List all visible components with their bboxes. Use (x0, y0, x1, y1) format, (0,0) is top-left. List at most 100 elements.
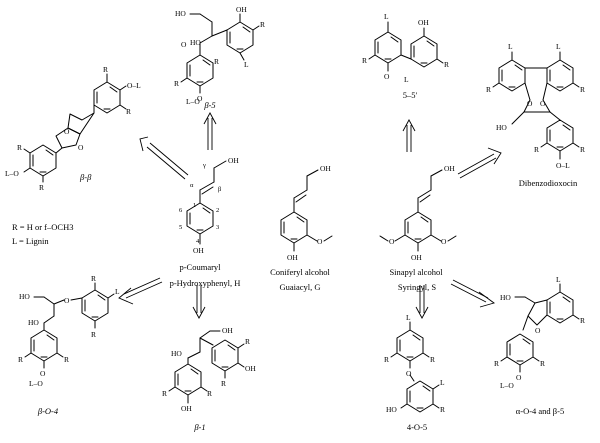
arrow-to-beta-o-4 (118, 277, 163, 305)
svg-text:L: L (384, 12, 389, 21)
svg-text:L–O: L–O (29, 379, 43, 388)
svg-text:L–O: L–O (500, 381, 514, 390)
svg-text:L–O: L–O (5, 169, 19, 178)
alpha-label: α (190, 182, 194, 189)
svg-text:OH: OH (181, 404, 192, 413)
svg-text:O: O (384, 72, 390, 81)
beta-o-4-structure: HO O R L R HO R R O L–O β-O-4 (18, 274, 120, 416)
arrow-to-beta-1 (192, 285, 206, 319)
svg-text:O: O (540, 99, 546, 108)
arrow-to-5-5 (402, 119, 416, 152)
l-definition: L = Lignin (12, 236, 49, 246)
sinapyl-structure: OH O O OH Sinapyl alcohol Syringyl, S (379, 164, 457, 292)
svg-text:R: R (162, 389, 167, 398)
svg-text:L: L (440, 378, 445, 387)
svg-text:R: R (430, 355, 435, 364)
coniferyl-oh: OH (320, 164, 331, 173)
svg-text:L–O: L–O (186, 97, 200, 106)
gamma-label: γ (202, 162, 206, 169)
svg-text:R: R (126, 107, 131, 116)
svg-text:L: L (404, 75, 409, 84)
alpha-o-4-beta-5-label: α-O-4 and β-5 (516, 406, 564, 416)
svg-text:L: L (115, 287, 120, 296)
sinapyl-phenol-oh: OH (411, 253, 422, 262)
sinapyl-oh: OH (444, 164, 455, 173)
svg-text:1: 1 (193, 202, 196, 209)
5-5-label: 5–5′ (403, 90, 418, 100)
svg-text:O–L: O–L (127, 81, 141, 90)
svg-text:R: R (580, 145, 585, 154)
4-o-5-structure: L R R O L R HO 4-O-5 (384, 313, 445, 432)
arrow-to-beta-5 (203, 112, 217, 150)
svg-text:HO: HO (500, 293, 511, 302)
svg-text:HO: HO (386, 405, 397, 414)
beta-o-4-label: β-O-4 (37, 406, 59, 416)
svg-text:R: R (384, 355, 389, 364)
dibenzodioxocin-label: Dibenzodioxocin (519, 178, 578, 188)
svg-text:OH: OH (222, 326, 233, 335)
sinapyl-methoxy-o-right: O (441, 237, 447, 246)
svg-text:R: R (534, 145, 539, 154)
svg-text:O: O (406, 369, 412, 378)
svg-text:L: L (508, 42, 513, 51)
svg-text:5: 5 (179, 224, 182, 231)
svg-text:L: L (406, 313, 411, 322)
svg-text:HO: HO (175, 9, 186, 18)
svg-text:OH: OH (418, 18, 429, 27)
svg-text:R: R (17, 143, 22, 152)
svg-text:R: R (245, 337, 250, 346)
svg-text:3: 3 (216, 224, 219, 231)
svg-text:R: R (91, 330, 96, 339)
svg-text:R: R (103, 65, 108, 74)
svg-text:R: R (174, 79, 179, 88)
beta-5-label: β-5 (203, 100, 215, 110)
svg-text:O: O (78, 143, 84, 152)
arrow-to-beta-beta (139, 136, 189, 180)
beta-label: β (218, 186, 222, 193)
svg-text:O: O (527, 99, 533, 108)
4-o-5-label: 4-O-5 (407, 422, 427, 432)
svg-text:2: 2 (216, 207, 219, 214)
svg-text:R: R (540, 359, 545, 368)
p-hydroxyphenyl-label: p-Hydroxyphenyl, H (170, 278, 241, 288)
svg-text:OH: OH (245, 364, 256, 373)
svg-text:R: R (444, 60, 449, 69)
beta-5-structure: HO OH R HO O L R R O L–O β-5 (174, 5, 265, 110)
svg-text:HO: HO (190, 38, 201, 47)
svg-text:O–L: O–L (556, 161, 570, 170)
beta-beta-label: β-β (79, 172, 92, 182)
svg-text:OH: OH (236, 5, 247, 14)
svg-text:L: L (556, 275, 561, 284)
dibenzodioxocin-structure: L L R R O O HO R R O–L Dibenzodioxocin (486, 42, 585, 188)
arrow-to-dibenzodioxocin (457, 147, 502, 179)
p-coumaryl-structure: OH OH γ α β 1 2 3 4 5 6 p-Coumaryl p-Hyd… (170, 156, 241, 288)
svg-text:HO: HO (28, 318, 39, 327)
svg-text:O: O (40, 369, 46, 378)
svg-text:O: O (516, 373, 522, 382)
svg-text:R: R (440, 405, 445, 414)
svg-text:L: L (244, 60, 249, 69)
guaiacyl-label: Guaiacyl, G (279, 282, 320, 292)
beta-1-label: β-1 (193, 422, 205, 432)
coniferyl-label: Coniferyl alcohol (270, 267, 330, 277)
coumaryl-oh: OH (228, 156, 239, 165)
svg-text:R: R (362, 56, 367, 65)
beta-1-structure: OH HO R OH R R R OH β-1 (162, 326, 256, 432)
coniferyl-structure: OH O OH Coniferyl alcohol Guaiacyl, G (270, 164, 333, 292)
coniferyl-methoxy-o: O (317, 237, 323, 246)
sinapyl-methoxy-o-left: O (389, 237, 395, 246)
sinapyl-label: Sinapyl alcohol (389, 267, 443, 277)
svg-text:R: R (39, 183, 44, 192)
svg-text:R: R (64, 355, 69, 364)
svg-text:R: R (91, 274, 96, 283)
svg-text:R: R (580, 316, 585, 325)
syringyl-label: Syringyl, S (398, 282, 437, 292)
svg-text:6: 6 (179, 207, 183, 214)
svg-text:R: R (18, 355, 23, 364)
coniferyl-phenol-oh: OH (287, 253, 298, 262)
5-5-structure: L R O OH R L 5–5′ (362, 12, 449, 100)
svg-text:O: O (64, 296, 70, 305)
svg-text:R: R (486, 85, 491, 94)
